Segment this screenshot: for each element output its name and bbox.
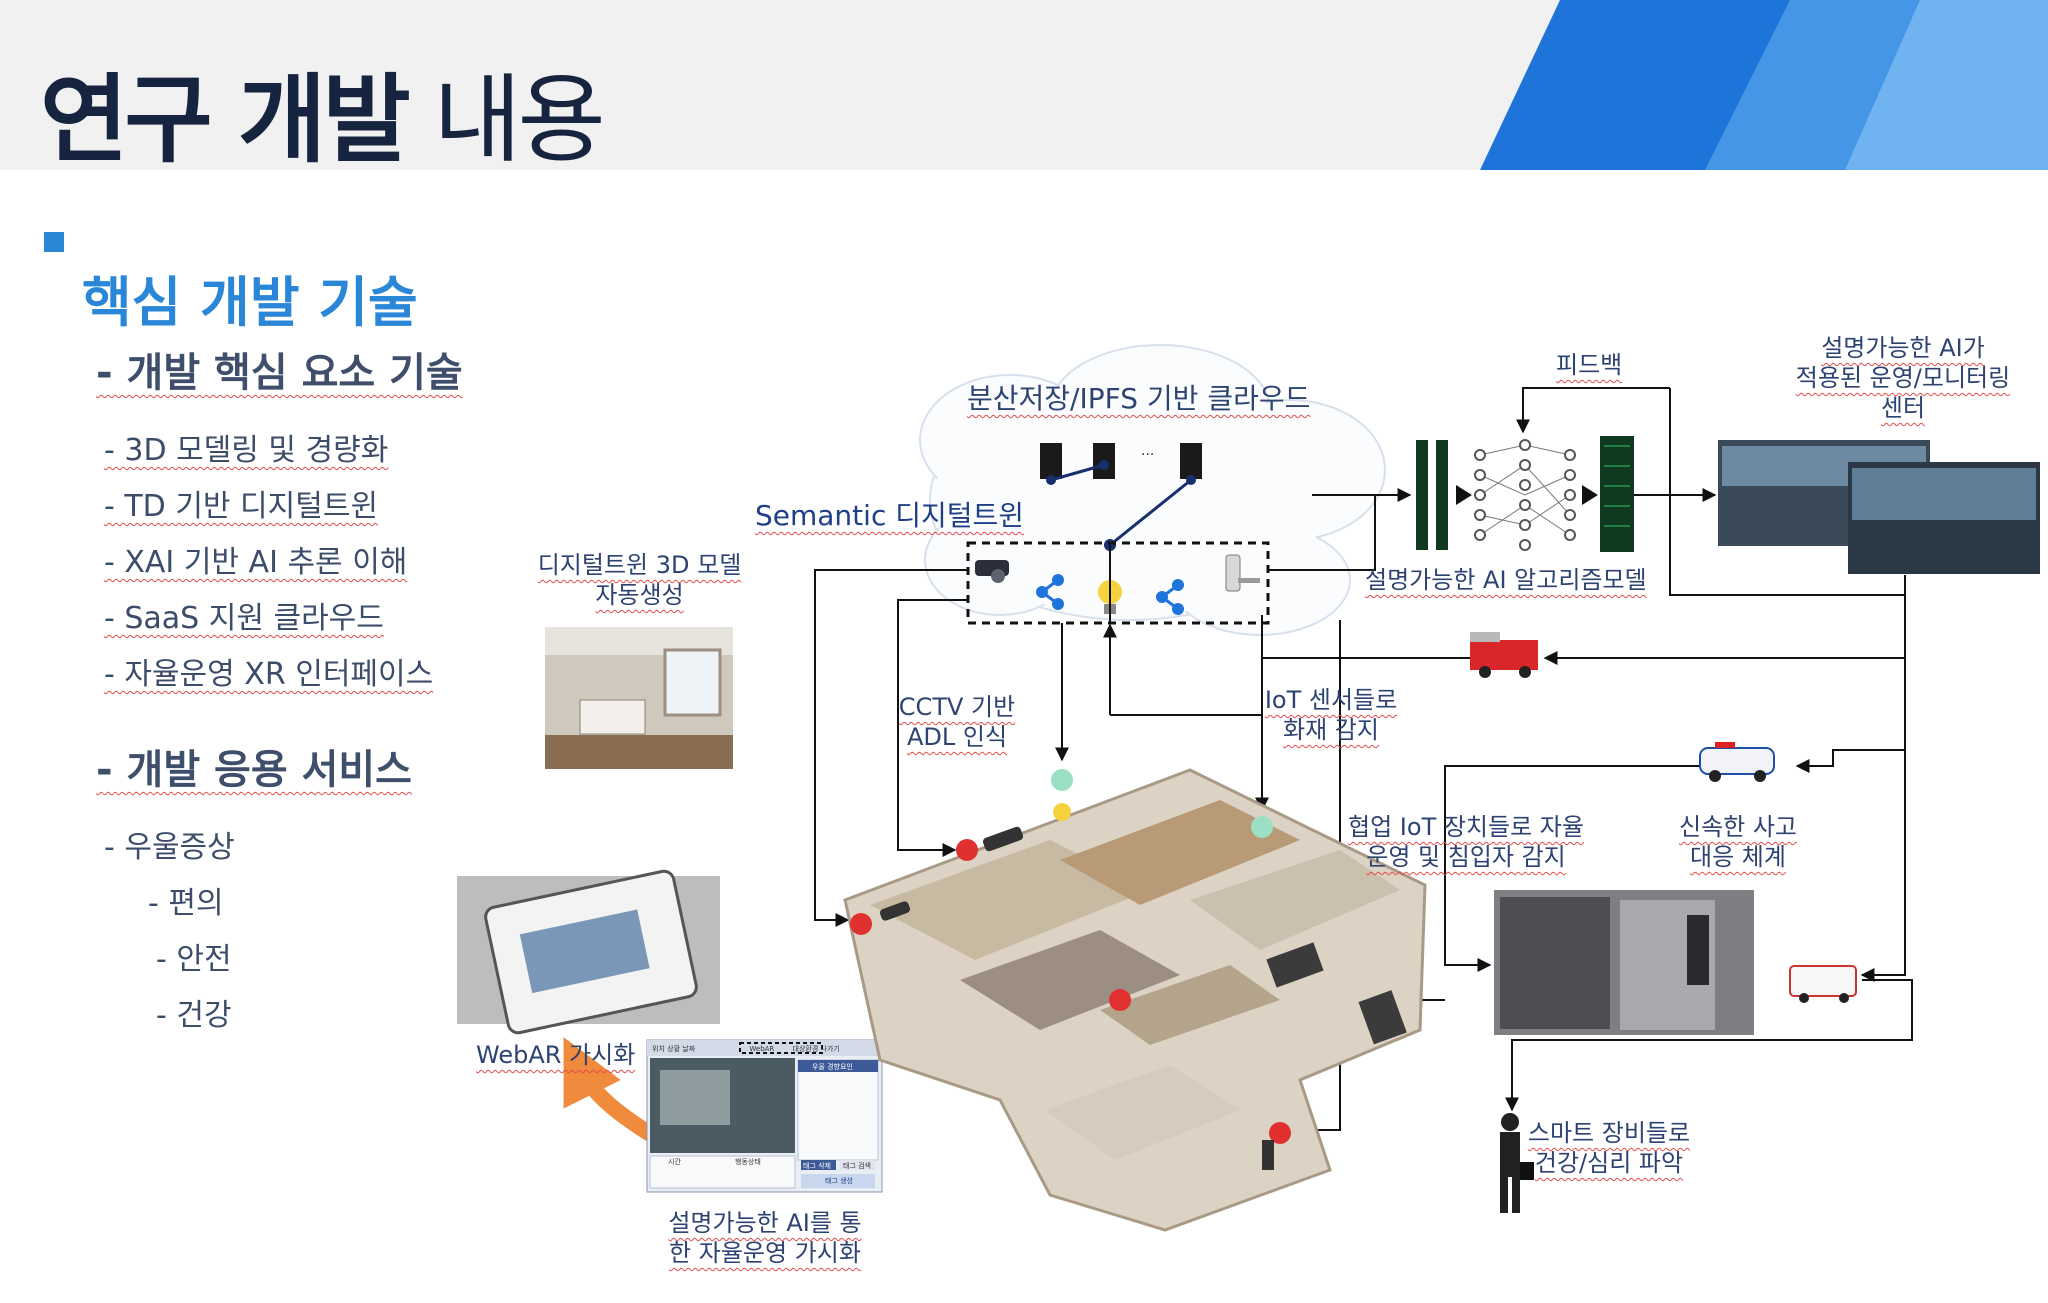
sensor-dot-green: [1051, 769, 1073, 791]
tab-environment[interactable]: 대상환경: [793, 1045, 819, 1053]
webar-label: WebAR 가시화: [476, 1040, 635, 1070]
smart-home-floorplan: [845, 770, 1425, 1230]
twin-3d-label: 디지털트윈 3D 모델 자동생성: [537, 550, 742, 610]
panel-col-time: 시간: [668, 1157, 681, 1167]
intruder-cctv-image: [1494, 890, 1754, 1035]
panel-header: 우울 경향요인: [812, 1062, 853, 1072]
delete-tag-button[interactable]: 태그 삭제: [803, 1161, 831, 1171]
iot-fire-label: IoT 센서들로 화재 감지: [1261, 685, 1401, 745]
twin-3d-model-image: [545, 627, 733, 769]
ops-center-label: 설명가능한 AI가 적용된 운영/모니터링 센터: [1788, 333, 2018, 423]
sensor-dot-red: [1109, 989, 1131, 1011]
tab-location[interactable]: 위치: [652, 1045, 665, 1053]
fire-truck-icon: [1470, 632, 1538, 678]
xai-vis-label: 설명가능한 AI를 통 한 자율운영 가시화: [660, 1208, 870, 1268]
ambulance-icon: [1790, 966, 1856, 1003]
police-car-icon: [1700, 742, 1774, 782]
xai-model-graphic: [1416, 436, 1634, 552]
cloud-label: 분산저장/IPFS 기반 클라우드: [967, 384, 1310, 414]
webar-tablet-image: [457, 869, 720, 1034]
tab-exit[interactable]: 나가기: [821, 1045, 840, 1053]
tab-status[interactable]: 상황: [667, 1045, 680, 1053]
panel-tabs: 위치 상황 날짜 WebAR 대상환경 나가기: [652, 1044, 840, 1054]
monitoring-center-photo: [1718, 440, 2040, 574]
door-lock-icon: [1262, 1140, 1274, 1170]
search-tag-button[interactable]: 태그 검색: [843, 1161, 871, 1171]
xai-model-label: 설명가능한 AI 알고리즘모델: [1365, 565, 1647, 595]
semantic-twin-label: Semantic 디지털트윈: [755, 494, 1024, 534]
tab-webar[interactable]: WebAR: [749, 1045, 774, 1053]
bulb-icon: [1053, 803, 1071, 821]
iot-coop-label: 협업 IoT 장치들로 자율 운영 및 침입자 감지: [1346, 812, 1586, 872]
create-tag-button[interactable]: 태그 생성: [825, 1176, 853, 1186]
smart-device-label: 스마트 장비들로 건강/심리 파악: [1524, 1118, 1694, 1178]
sensor-dot-red: [956, 839, 978, 861]
cctv-adl-label: CCTV 기반 ADL 인식: [892, 692, 1022, 752]
rapid-response-label: 신속한 사고 대응 체계: [1668, 812, 1808, 872]
server-ellipsis: ...: [1141, 443, 1154, 459]
sensor-dot-green: [1251, 816, 1273, 838]
feedback-label: 피드백: [1556, 350, 1622, 380]
tab-date[interactable]: 날짜: [682, 1045, 695, 1053]
sensor-dot-red: [850, 913, 872, 935]
panel-col-state: 행동상태: [735, 1157, 761, 1167]
